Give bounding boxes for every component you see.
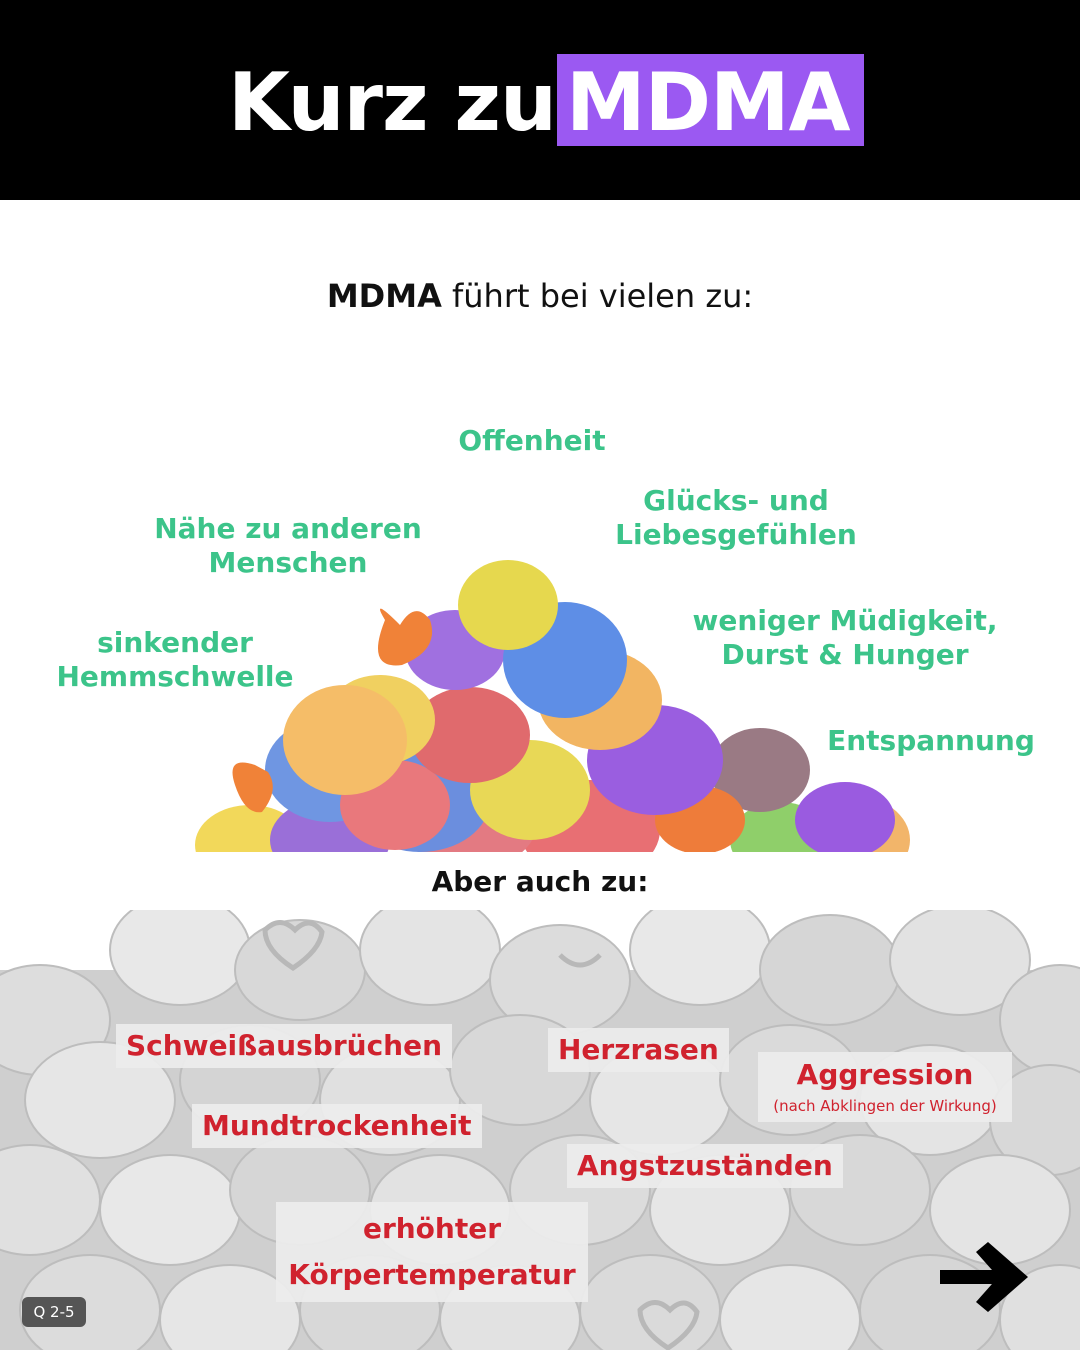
title-highlight-box [557,54,864,146]
arrow-right-icon[interactable] [938,1240,1030,1314]
positive-effect-5: weniger Müdigkeit, Durst & Hunger [692,604,998,671]
header-bar: Kurz zu MDMA [0,0,1080,200]
positive-effect-3: Nähe zu anderen Menschen [154,512,422,579]
intro-bold: MDMA [326,277,442,315]
aggression-note: (nach Abklingen der Wirkung) [773,1097,997,1115]
negative-heading: Aber auch zu: [431,865,649,898]
negative-effect-5: erhöhter Körpertemperatur [276,1202,588,1302]
intro-text: MDMA führt bei vielen zu: [0,276,1080,316]
negative-effect-aggression: Aggression (nach Abklingen der Wirkung) [758,1052,1012,1122]
aggression-label: Aggression [796,1058,974,1091]
page-badge: Q 2-5 [22,1297,86,1327]
page-title: Kurz zu [228,56,557,149]
positive-effect-4: sinkender Hemmschwelle [56,626,294,693]
negative-effect-2: Herzrasen [548,1028,729,1072]
positive-effect-2: Glücks- und Liebesgefühlen [615,484,857,551]
negative-effect-3: Mundtrockenheit [192,1104,482,1148]
positive-effect-6: Entspannung [827,724,1035,757]
positive-effect-1: Offenheit [458,424,606,457]
intro-rest: führt bei vielen zu: [452,277,754,315]
page-title-highlight: MDMA [566,56,851,149]
colorful-pills-image [195,560,910,852]
negative-effect-1: Schweißausbrüchen [116,1024,453,1068]
negative-effect-4: Angstzuständen [567,1144,843,1188]
